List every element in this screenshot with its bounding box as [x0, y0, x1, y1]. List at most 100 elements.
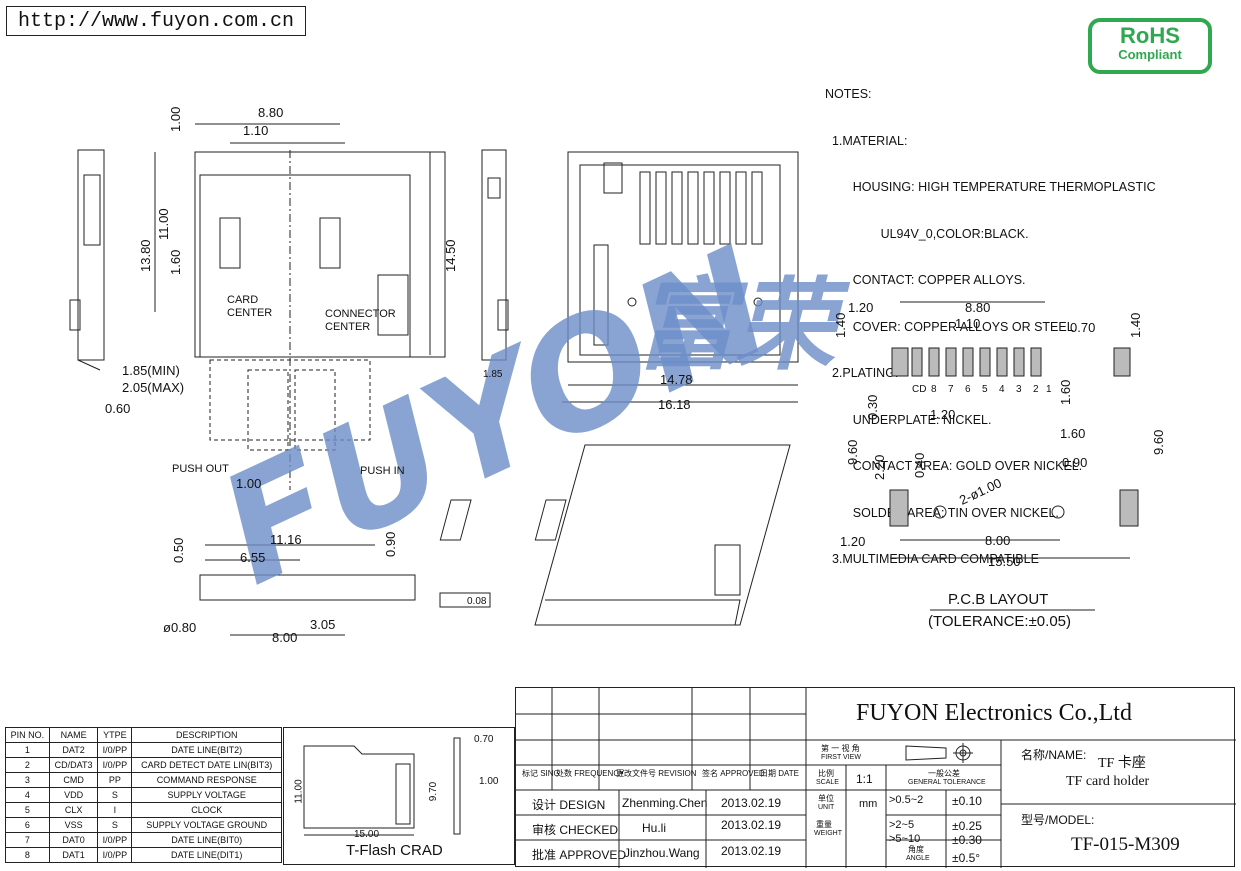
cell: I/0/PP: [97, 757, 133, 773]
dim-1-00: 1.00: [168, 107, 183, 132]
cell: SUPPLY VOLTAGE GROUND: [131, 817, 282, 833]
cell: CD/DAT3: [48, 757, 99, 773]
tol-value: ±0.30: [952, 833, 982, 847]
unit-label: 单位: [818, 794, 834, 803]
first-view-en: FIRST VIEW: [821, 754, 861, 761]
cell: 1: [5, 742, 50, 758]
cell: CLOCK: [131, 802, 282, 818]
cell: I/0/PP: [97, 832, 133, 848]
notes-line: NOTES:: [825, 87, 872, 101]
cell: DAT1: [48, 847, 99, 863]
angle-label: 角度: [908, 845, 924, 854]
dim-11-16: 11.16: [270, 532, 302, 547]
pcb-dim-2-20: 2.20: [872, 455, 887, 480]
rev-header-date: 日期 DATE: [760, 769, 799, 778]
dim-13-80: 13.80: [138, 239, 153, 272]
scale-en: SCALE: [816, 779, 839, 786]
dim-8-00: 8.00: [272, 630, 297, 645]
pcb-pin-label: 8: [931, 384, 937, 395]
push-in-label: PUSH IN: [360, 465, 405, 477]
dim-1-60: 1.60: [168, 250, 183, 275]
pcb-dim-1-60: 1.60: [1058, 380, 1073, 405]
angle-en: ANGLE: [906, 855, 930, 862]
dim-11-00: 11.00: [156, 208, 171, 240]
company-name: FUYON Electronics Co.,Ltd: [856, 700, 1132, 726]
tflash-dim-15: 15.00: [354, 829, 380, 840]
tflash-label: T-Flash CRAD: [346, 842, 443, 859]
cell: DATE LINE(DIT1): [131, 847, 282, 863]
rohs-subtitle: Compliant: [1118, 47, 1182, 62]
design-date: 2013.02.19: [721, 796, 782, 810]
pcb-tolerance: (TOLERANCE:±0.05): [928, 613, 1071, 630]
check-name: Hu.li: [642, 821, 667, 835]
pcb-dim-0-30: 0.30: [865, 395, 880, 420]
title-block: FUYON Electronics Co.,Ltd 标记 SING 处数 FRE…: [515, 687, 1236, 868]
watermark-cn: 富荣: [635, 267, 851, 384]
front-view: [562, 151, 799, 403]
product-name-en: TF card holder: [1066, 774, 1150, 789]
tol-range: >0.5~2: [889, 794, 924, 806]
cell: VSS: [48, 817, 99, 833]
notes-line: 1.MATERIAL:: [825, 133, 908, 148]
connector-center-label2: CENTER: [325, 321, 370, 333]
cell: CMD: [48, 772, 99, 788]
approve-date: 2013.02.19: [721, 844, 782, 858]
tflash-dim-9-70: 9.70: [428, 781, 440, 802]
pcb-pin-label: 4: [999, 384, 1005, 395]
dim-1-85-min: 1.85(MIN): [122, 363, 180, 378]
pcb-dim-9-60-b: 9.60: [1151, 430, 1166, 455]
cell: DAT0: [48, 832, 99, 848]
cell: I/0/PP: [97, 847, 133, 863]
tol-value: ±0.25: [952, 819, 982, 833]
first-view-label: 第 一 视 角: [821, 744, 860, 753]
cell: 7: [5, 832, 50, 848]
scale-label: 比例: [818, 769, 834, 778]
pcb-dim-1-10: 1.10: [955, 316, 980, 331]
dim-3-05: 3.05: [310, 617, 335, 632]
right-side-view: [481, 149, 509, 361]
pcb-dim-8-80: 8.80: [965, 300, 990, 315]
connector-center-label: CONNECTOR: [325, 308, 396, 320]
rev-header-freq: 处数 FREQUENCY: [556, 769, 625, 778]
tol-range: >5~10: [889, 833, 921, 845]
design-name: Zhenming.Chen: [622, 796, 708, 810]
tolerance-en: GENERAL TOLERANCE: [908, 779, 986, 786]
cell: 8: [5, 847, 50, 863]
notes-line: CONTACT: COPPER ALLOYS.: [825, 273, 1026, 287]
pcb-dim-1-60-b: 1.60: [1060, 426, 1085, 441]
dim-0-60: 0.60: [105, 401, 130, 416]
pin-header: NAME: [48, 727, 99, 743]
cell: VDD: [48, 787, 99, 803]
left-side-view: [69, 149, 105, 371]
pcb-dim-1-20-b: 1.20: [930, 407, 955, 422]
notes-block: NOTES: 1.MATERIAL: HOUSING: HIGH TEMPERA…: [825, 56, 1156, 583]
pcb-pin-label: CD: [912, 384, 926, 395]
model-label: 型号/MODEL:: [1021, 813, 1095, 827]
scale-value: 1:1: [856, 772, 873, 786]
notes-line: CONTACT AREA: GOLD OVER NICKEL.: [825, 459, 1083, 473]
dim-14-50: 14.50: [443, 239, 458, 272]
pcb-dim-0-90: 0.90: [1062, 455, 1087, 470]
pcb-dim-1-20-c: 1.20: [840, 534, 865, 549]
rev-header-revision: 更改文件号 REVISION: [616, 769, 697, 778]
dim-16-18: 16.18: [658, 397, 691, 412]
cell: 5: [5, 802, 50, 818]
pcb-dim-0-40: 0.40: [912, 453, 927, 478]
pcb-dim-0-70: 0.70: [1070, 320, 1095, 335]
check-label: 审核 CHECKED: [532, 823, 619, 837]
cell: 2: [5, 757, 50, 773]
cell: DATE LINE(BIT2): [131, 742, 282, 758]
card-center-label: CARD: [227, 294, 258, 306]
cell: 4: [5, 787, 50, 803]
notes-line: 2.PLATING:: [825, 366, 899, 380]
pcb-dim-8-00: 8.00: [985, 533, 1010, 548]
dim-14-78: 14.78: [660, 372, 693, 387]
dim-1-85: 1.85: [483, 369, 503, 380]
top-view: [154, 123, 446, 490]
tflash-drawing: [303, 737, 461, 836]
pcb-pin-label: 7: [948, 384, 954, 395]
dim-0-90: 0.90: [383, 532, 398, 557]
